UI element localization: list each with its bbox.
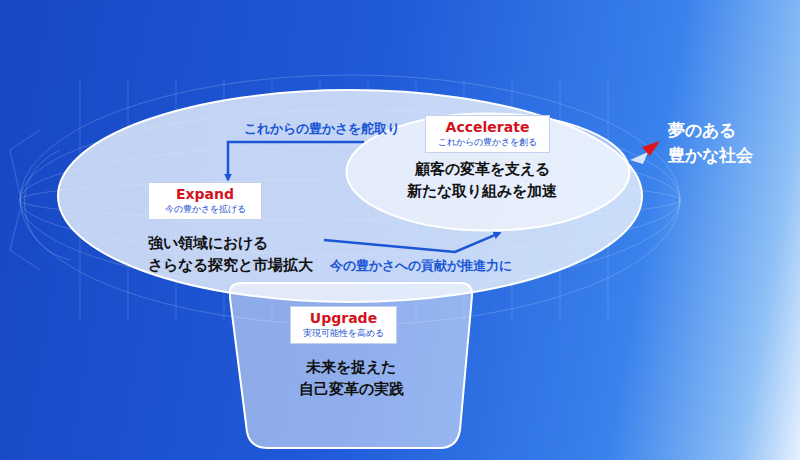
stage-title: Expand: [161, 186, 249, 203]
stage-title: Accelerate: [438, 119, 537, 136]
goal-flag: [642, 141, 660, 156]
stage-description: 強い領域における さらなる探究と市場拡大: [148, 232, 318, 276]
stage-node: Expand今の豊かさを拡げる強い領域における さらなる探究と市場拡大: [148, 182, 318, 276]
airship-body: [58, 90, 642, 302]
stage-subtitle: 実現可能性を高める: [303, 327, 384, 339]
goal-label: 夢のある 豊かな社会: [668, 118, 756, 168]
stage-description: 顧客の変革を支える 新たな取り組みを加速: [397, 158, 567, 202]
arrow-label: 今の豊かさへの貢献が推進力に: [330, 258, 512, 274]
stage-description: 未来を捉えた 自己変革の実践: [286, 356, 416, 400]
stage-title: Upgrade: [303, 310, 384, 327]
stage-heading-box: Upgrade実現可能性を高める: [290, 306, 397, 344]
stage-heading-box: Expand今の豊かさを拡げる: [148, 182, 262, 220]
stage-node: Upgrade実現可能性を高める未来を捉えた 自己変革の実践: [228, 282, 474, 450]
flow-arrow: [324, 233, 500, 252]
arrow-label: これからの豊かさを舵取り: [244, 121, 400, 137]
stage-subtitle: 今の豊かさを拡げる: [161, 203, 249, 215]
flow-arrow: [228, 142, 364, 180]
stage-subtitle: これからの豊かさを創る: [438, 136, 537, 148]
stage-heading-box: Accelerateこれからの豊かさを創る: [425, 115, 550, 153]
airship-nose: [630, 152, 648, 164]
outline-path: [230, 283, 472, 448]
